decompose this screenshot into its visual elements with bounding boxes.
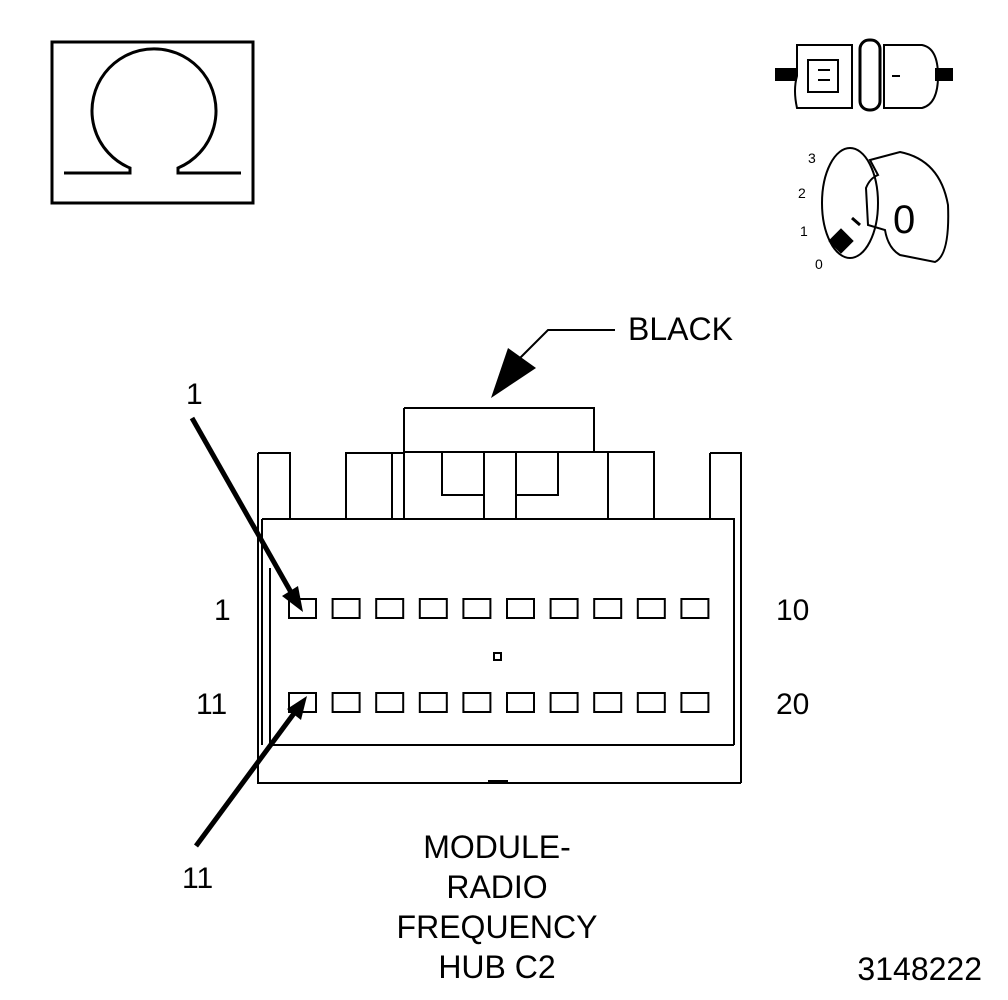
pin-cavity-4 [418,598,448,619]
pin-label-11: 11 [196,688,227,721]
callout-label-1: 1 [186,378,203,411]
callout-label-11: 11 [182,862,213,895]
connector-body [257,407,742,784]
pin-cavity-14 [418,692,448,713]
pin-cavity-16 [506,692,535,713]
switch-position-3: 3 [808,150,816,166]
ignition-key-icon: 3 2 1 0 0 [798,147,950,272]
caption-line-2: RADIO [446,869,547,905]
pin-cavity-6 [506,598,535,619]
pin-cavity-12 [331,692,361,713]
pin-cavity-10 [680,598,710,619]
caption-line-4: HUB C2 [438,949,555,985]
pin-cavity-9 [636,598,666,619]
figure-id: 3148222 [857,951,982,987]
pin-row-top [288,598,710,619]
connector-icon [775,38,953,112]
pin-cavity-18 [593,692,623,713]
ohm-icon [50,40,255,205]
switch-position-2: 2 [798,185,806,201]
pin-cavity-8 [593,598,623,619]
pin-cavity-15 [462,692,492,713]
caption-line-1: MODULE- [423,829,571,865]
connector-caption: MODULE- RADIO FREQUENCY HUB C2 [397,829,598,985]
pin-label-20: 20 [776,688,809,721]
connector-color-label: BLACK [628,311,733,347]
pin-cavity-17 [549,692,579,713]
callout-arrow-pin-11 [193,696,307,848]
pin-cavity-19 [636,692,666,713]
pin-cavity-7 [549,598,579,619]
pin-cavity-3 [375,598,405,619]
callout-arrow-pin-1 [189,416,303,612]
caption-line-3: FREQUENCY [397,909,598,945]
switch-position-0: 0 [815,256,823,272]
pin-label-1: 1 [214,594,231,627]
switch-position-1: 1 [800,223,808,239]
pin-row-bottom [288,692,710,713]
pin-cavity-2 [331,598,361,619]
pin-cavity-5 [462,598,492,619]
color-callout-arrow [491,329,615,398]
pin-cavity-20 [680,692,710,713]
pin-label-10: 10 [776,594,809,627]
key-label: 0 [893,198,915,242]
pin-cavity-13 [375,692,405,713]
